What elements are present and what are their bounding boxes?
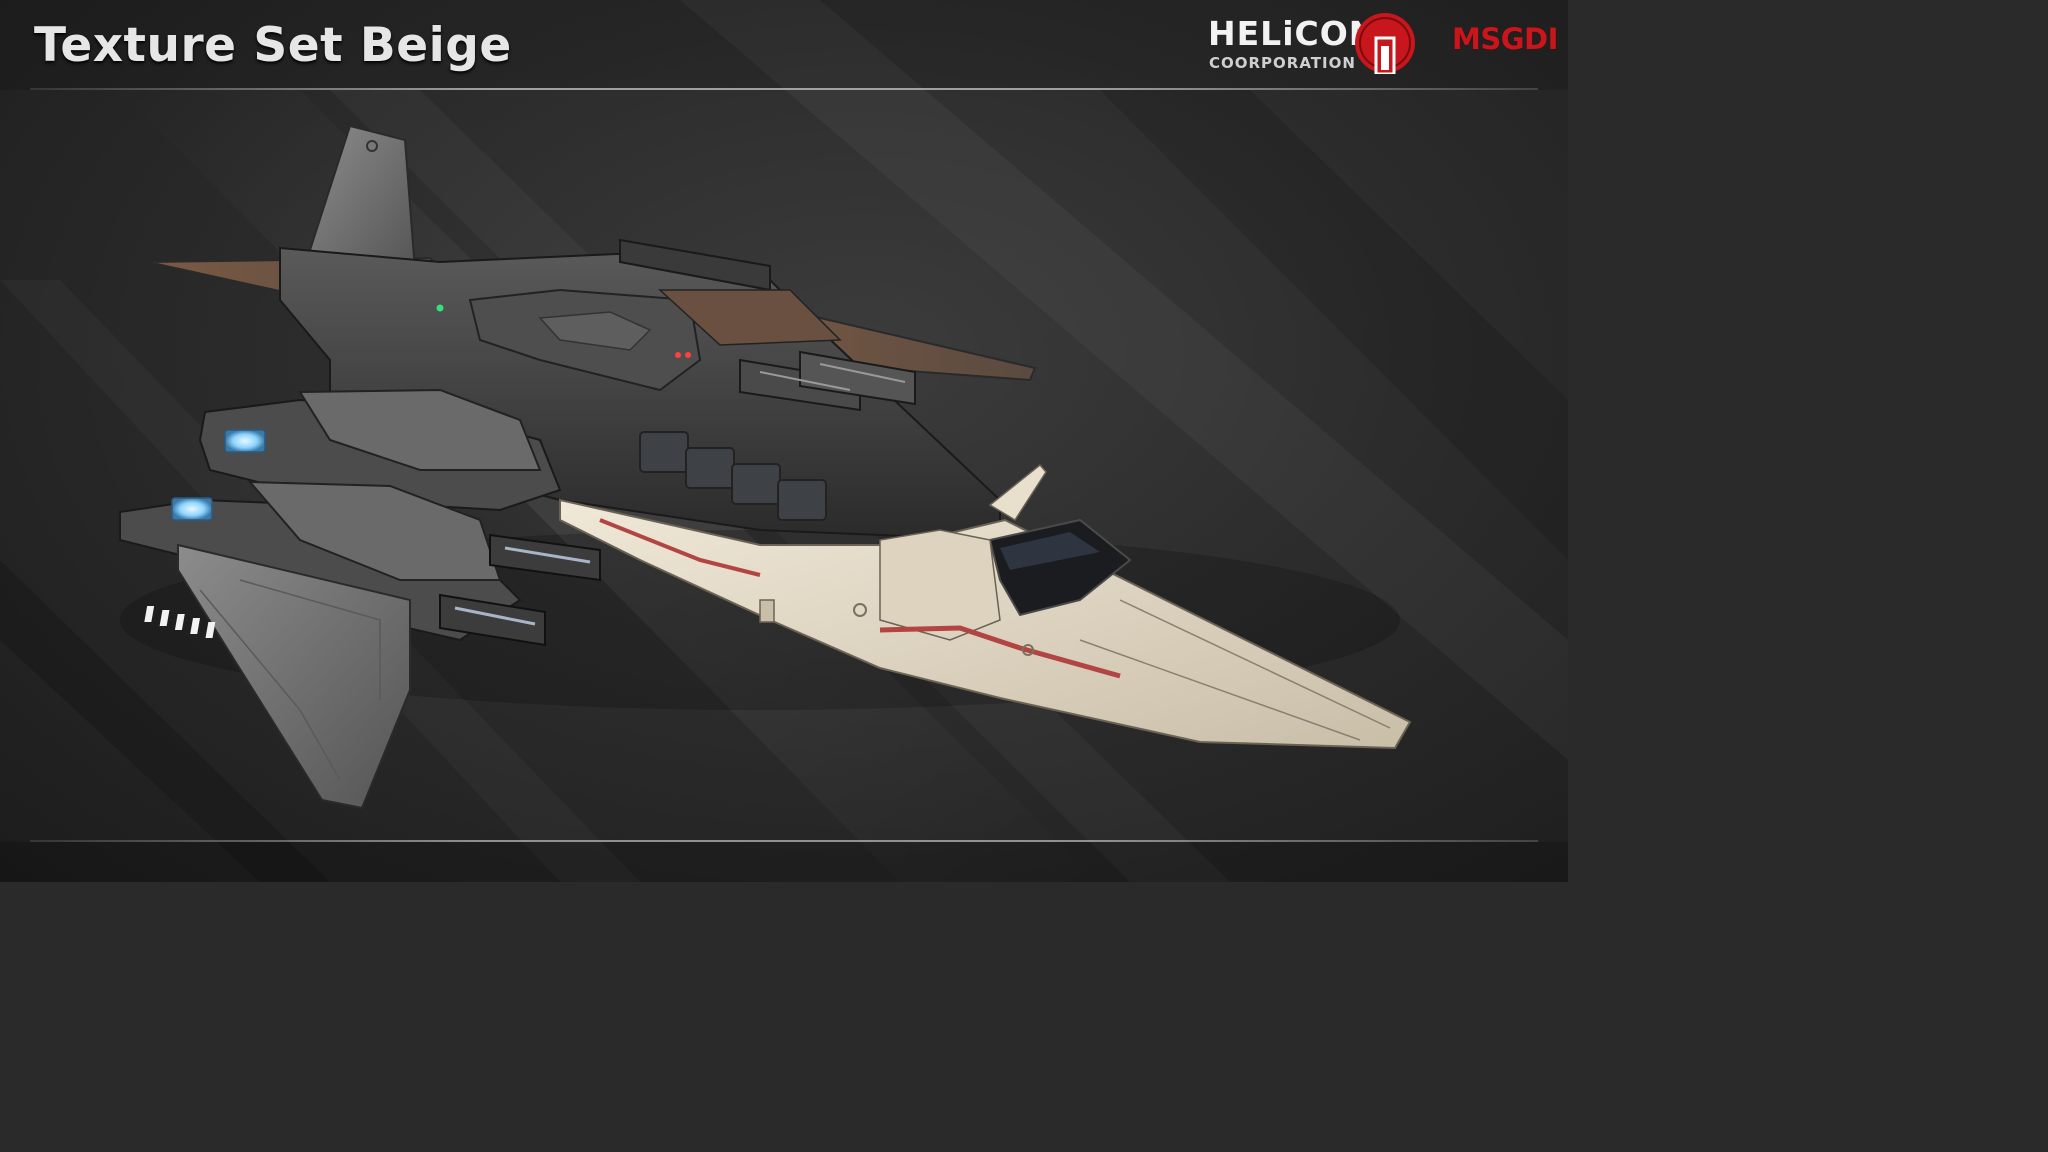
- spaceship-render: [119, 124, 1412, 810]
- render-stage: Texture Set Beige HELiCON COORPORATION M…: [0, 0, 1568, 882]
- helicon-logo-name: HELiCON: [1208, 14, 1378, 53]
- header-divider: [30, 88, 1538, 90]
- upper-gun-pods: [739, 350, 916, 412]
- page-title: Texture Set Beige: [34, 18, 512, 73]
- footer-divider: [30, 840, 1538, 842]
- cargo-module-group: [639, 431, 827, 521]
- helicon-logo-subtitle: COORPORATION: [1209, 54, 1356, 72]
- helicon-logo: HELiCON COORPORATION: [1206, 13, 1418, 76]
- lower-gun-pods: [439, 533, 601, 647]
- msgdi-logo: MSGDI: [1452, 22, 1558, 56]
- helicon-emblem-icon: [1355, 13, 1415, 74]
